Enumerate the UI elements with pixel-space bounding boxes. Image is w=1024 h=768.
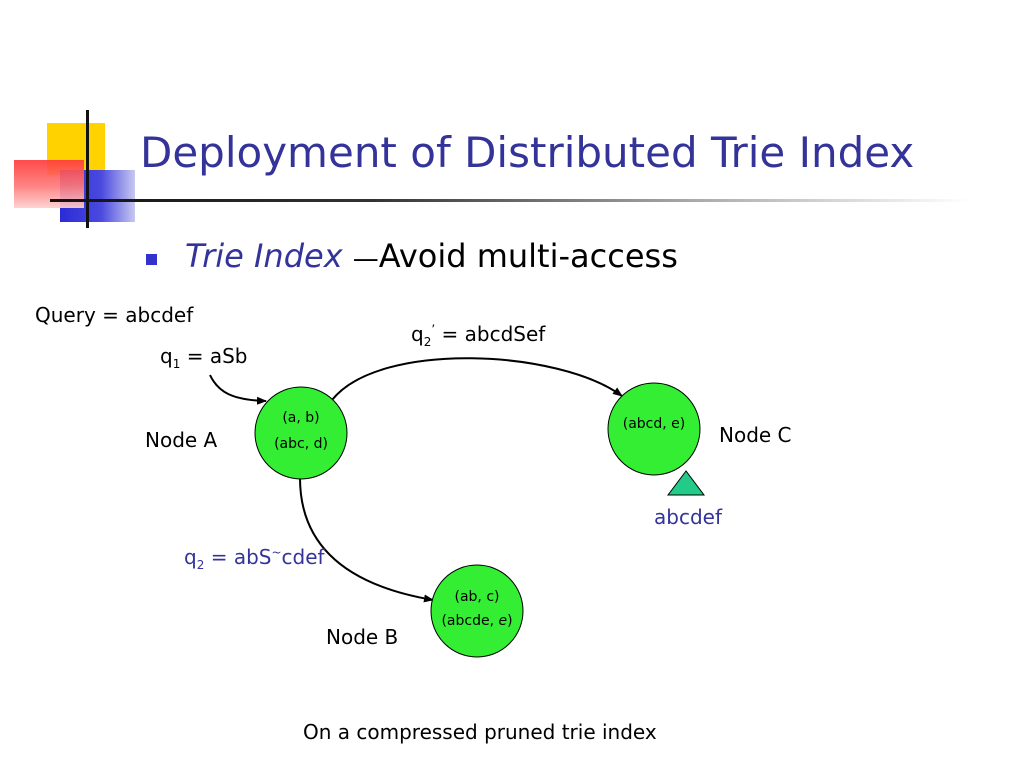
bullet-dash: — xyxy=(352,244,379,274)
logo-vertical-line xyxy=(86,110,89,228)
title-underline xyxy=(50,199,970,202)
node-c-circle xyxy=(607,382,701,476)
slide-title: Deployment of Distributed Trie Index xyxy=(140,128,915,177)
q2-label: q2 = abS~cdef xyxy=(184,545,325,572)
node-b-label: Node B xyxy=(326,625,399,649)
data-marker-triangle xyxy=(667,470,705,496)
node-b-circle xyxy=(430,564,524,658)
caption: On a compressed pruned trie index xyxy=(303,720,657,744)
marker-label: abcdef xyxy=(654,505,722,529)
a-to-b-arrow xyxy=(299,477,434,603)
bullet-text: Avoid multi-access xyxy=(378,237,678,275)
node-a-entry-2: (abc, d) xyxy=(274,436,328,452)
bullet-emphasis: Trie Index xyxy=(185,237,343,275)
query-label: Query = abcdef xyxy=(35,303,194,327)
node-a-circle xyxy=(254,386,348,480)
node-b-entry-1: (ab, c) xyxy=(454,589,500,605)
node-b-entry-2: (abcde, e) xyxy=(441,613,513,629)
q1-arrow xyxy=(209,374,267,405)
q1-label: q1 = aSb xyxy=(160,344,248,371)
node-a-label: Node A xyxy=(145,428,218,452)
bullet-point: Trie Index —Avoid multi-access xyxy=(185,237,678,275)
node-c-entry-1: (abcd, e) xyxy=(622,416,686,432)
node-c-label: Node C xyxy=(719,423,792,447)
a-to-c-arrow xyxy=(331,357,623,401)
node-a-entry-1: (a, b) xyxy=(282,410,320,426)
q2-prime-label: q2’ = abcdSef xyxy=(411,322,546,349)
bullet-marker xyxy=(146,254,157,265)
